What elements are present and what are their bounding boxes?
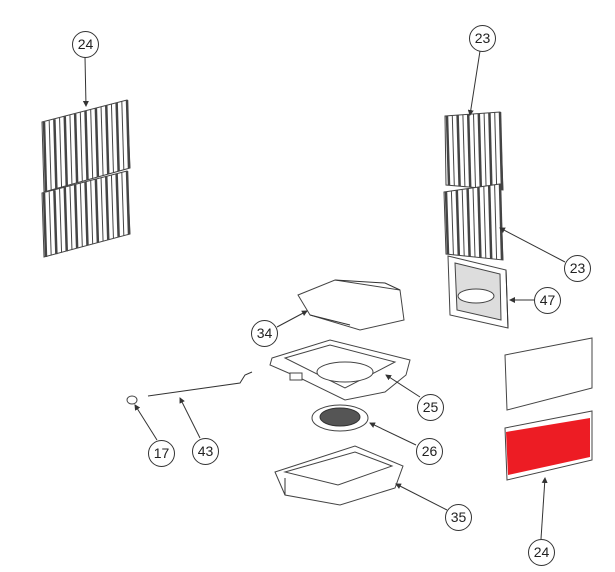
grille-slat — [105, 105, 110, 175]
grille-slat — [477, 113, 483, 189]
grille-slat — [451, 115, 455, 186]
grille-slat — [90, 109, 94, 179]
grille-slat — [444, 191, 450, 255]
grille-slat — [110, 175, 114, 239]
grille-slat — [477, 187, 482, 258]
grille-slat — [110, 104, 114, 173]
grille-slat — [494, 184, 498, 260]
callout-25[interactable]: 25 — [417, 394, 444, 421]
grille-slat — [42, 121, 48, 193]
part-23-grille-upper[interactable] — [444, 111, 504, 191]
grille-slat — [84, 181, 89, 246]
grille-slat — [105, 176, 110, 240]
grille-slat — [498, 183, 504, 261]
part-24-grille-upper[interactable] — [41, 99, 131, 193]
callout-35[interactable]: 35 — [445, 504, 472, 531]
part-17-knob[interactable] — [126, 395, 138, 405]
grille-slat — [63, 116, 68, 187]
grille-slat — [94, 179, 100, 243]
grille-slat — [498, 111, 504, 191]
part-47-panel[interactable] — [447, 255, 509, 329]
grille-slat — [90, 180, 94, 245]
part-26-ring[interactable] — [311, 404, 369, 432]
grille-slat — [456, 115, 461, 187]
grille-slat — [73, 184, 79, 249]
grille-slat — [450, 191, 454, 255]
grille-slat — [79, 112, 83, 182]
grille-slat — [42, 192, 48, 258]
grille-slat — [461, 189, 465, 256]
grille-slat — [59, 188, 63, 253]
leader-lines — [82, 50, 566, 540]
part-23-grille-lower[interactable] — [443, 183, 504, 261]
grille-slat — [100, 177, 104, 242]
callout-34[interactable]: 34 — [251, 320, 278, 347]
grille-slat — [125, 170, 131, 235]
grille-slat — [48, 120, 52, 191]
grille-slat — [488, 112, 493, 190]
grille-slat — [48, 191, 52, 256]
callout-26[interactable]: 26 — [416, 438, 443, 465]
grille-slat — [494, 112, 498, 190]
callout-47[interactable]: 47 — [534, 287, 561, 314]
grille-slat — [73, 113, 79, 184]
grille-slat — [487, 185, 493, 259]
grille-slat — [466, 114, 472, 188]
callout-17[interactable]: 17 — [148, 440, 175, 467]
grille-slat — [445, 115, 451, 186]
grille-slat — [455, 190, 461, 256]
callout-43[interactable]: 43 — [192, 438, 219, 465]
grille-slat — [53, 190, 58, 255]
part-24-panel-upper[interactable] — [504, 337, 593, 411]
callout-23-lower[interactable]: 23 — [564, 255, 591, 282]
grille-slat — [483, 113, 487, 189]
part-35-pan[interactable] — [274, 445, 404, 506]
grille-slat — [69, 115, 73, 185]
grille-slat — [69, 186, 73, 250]
grille-slat — [472, 187, 476, 258]
part-24-panel-highlighted[interactable] — [504, 410, 593, 481]
grille-slat — [473, 113, 476, 188]
grille-slat — [115, 173, 120, 237]
grille-slat — [121, 101, 125, 170]
grille-slat — [84, 110, 89, 181]
grille-slat — [115, 102, 120, 172]
grille-slat — [79, 183, 83, 247]
grille-slat — [100, 106, 104, 176]
part-34-plate[interactable] — [297, 279, 405, 331]
grille-slat — [94, 108, 100, 178]
grille-slat — [63, 187, 68, 252]
part-43-rod[interactable] — [147, 371, 253, 397]
grille-slat — [462, 114, 466, 187]
grille-slat — [53, 119, 58, 190]
grille-slat — [483, 186, 487, 259]
part-25-frame[interactable] — [269, 339, 411, 401]
callout-24-bottom[interactable]: 24 — [528, 539, 555, 566]
grille-slat — [59, 117, 63, 188]
grille-slat — [125, 99, 131, 169]
part-24-grille-lower[interactable] — [41, 170, 131, 258]
grille-slat — [466, 188, 471, 257]
callout-23-top[interactable]: 23 — [469, 25, 496, 52]
callout-24-left-grilles[interactable]: 24 — [72, 31, 99, 58]
grille-slat — [121, 172, 125, 236]
